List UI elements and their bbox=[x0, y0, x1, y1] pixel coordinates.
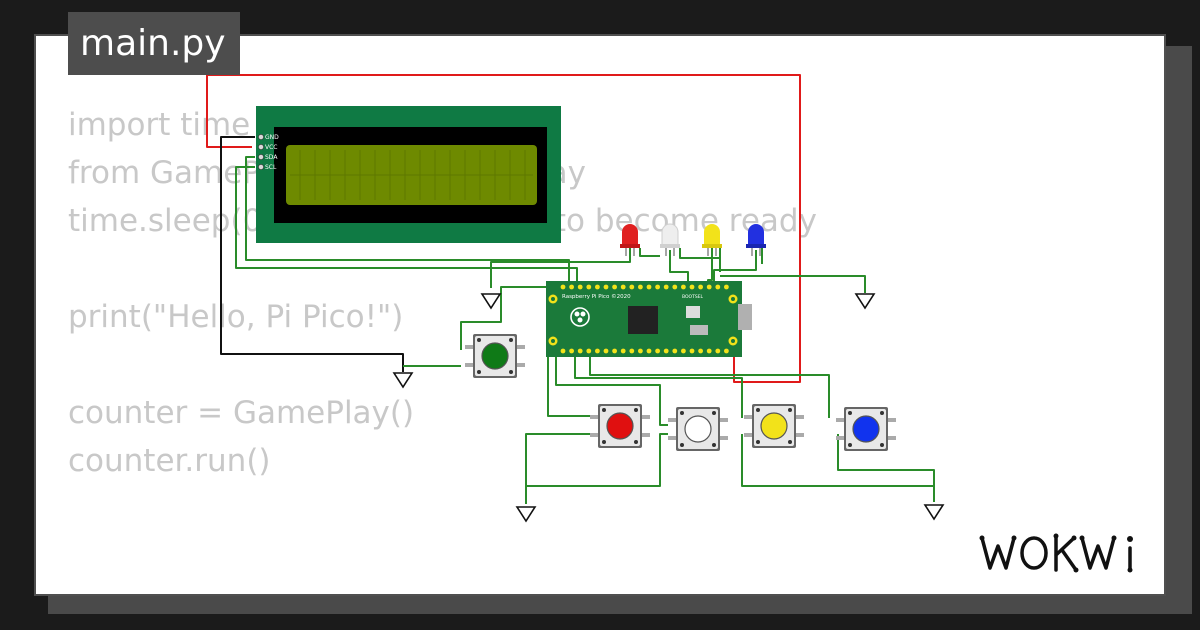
pico-pin bbox=[655, 284, 660, 290]
wire-red-btn bbox=[547, 355, 590, 417]
wire-btn-gnd-left bbox=[525, 433, 668, 504]
file-tab[interactable]: main.py bbox=[68, 12, 240, 75]
wire-scl bbox=[235, 166, 578, 288]
pico-bootsel-label: BOOTSEL bbox=[682, 294, 704, 300]
pico-pin bbox=[577, 348, 583, 354]
ground-symbol bbox=[854, 293, 876, 310]
pico-pin bbox=[698, 284, 703, 290]
pico-pin bbox=[612, 348, 617, 354]
pico-pin bbox=[560, 348, 566, 354]
code-line: print("Hello, Pi Pico!") bbox=[68, 299, 404, 335]
pico-pin bbox=[638, 348, 643, 354]
pico-pin bbox=[689, 284, 695, 290]
pushbutton-blue[interactable] bbox=[836, 407, 896, 451]
pico-pin bbox=[638, 284, 643, 290]
pico-pin bbox=[620, 348, 626, 354]
pico-pins-top bbox=[560, 284, 729, 290]
wire-yellow-btn bbox=[574, 355, 743, 418]
pico-pin bbox=[620, 284, 626, 290]
pico-pin bbox=[586, 348, 592, 354]
led-red[interactable] bbox=[620, 224, 640, 256]
pico-pin bbox=[646, 284, 652, 290]
pico-pin bbox=[595, 284, 600, 290]
pico-pin bbox=[629, 348, 635, 354]
wire-ground bbox=[220, 136, 404, 372]
wire-white-btn bbox=[555, 355, 668, 426]
pico-pin bbox=[629, 284, 635, 290]
wire-green-btn bbox=[460, 286, 548, 350]
wire-led-red bbox=[490, 248, 631, 288]
lcd-pin-scl: SCL bbox=[265, 164, 277, 171]
pico-pin bbox=[569, 348, 574, 354]
pico-pin bbox=[655, 348, 660, 354]
wire-power bbox=[206, 74, 801, 383]
led-yellow[interactable] bbox=[702, 224, 722, 256]
pico-pin bbox=[698, 348, 703, 354]
pushbutton-white[interactable] bbox=[668, 407, 728, 451]
pico-pin bbox=[603, 284, 609, 290]
pushbutton-yellow[interactable] bbox=[744, 404, 804, 448]
led-white[interactable] bbox=[660, 223, 680, 256]
pico-pin bbox=[646, 348, 652, 354]
lcd-pin-vcc: VCC bbox=[265, 144, 277, 151]
pico-pin bbox=[706, 284, 712, 290]
raspberry-logo-icon bbox=[570, 307, 590, 327]
ground-symbol bbox=[392, 372, 414, 389]
lcd-pin-sda: SDA bbox=[265, 154, 278, 161]
pico-pin bbox=[603, 348, 609, 354]
pico-pin bbox=[663, 284, 669, 290]
wire-btn-gnd-right bbox=[741, 434, 935, 502]
wire-led-gnd bbox=[639, 248, 866, 293]
pico-pin bbox=[681, 284, 686, 290]
pico-pin bbox=[612, 284, 617, 290]
wire-sda bbox=[245, 156, 570, 288]
pico-pin bbox=[724, 348, 729, 354]
code-line: counter = GamePlay() bbox=[68, 395, 415, 431]
pico-pin bbox=[560, 284, 566, 290]
pico-pin bbox=[715, 348, 721, 354]
pico-pin bbox=[672, 284, 678, 290]
wokwi-logo bbox=[979, 533, 1133, 573]
pushbutton-red[interactable] bbox=[590, 404, 650, 448]
code-line: counter.run() bbox=[68, 443, 271, 479]
pico-pins-bottom bbox=[560, 348, 729, 354]
ground-symbol bbox=[923, 504, 945, 521]
pico-label: Raspberry Pi Pico ©2020 bbox=[562, 293, 631, 300]
wire-led-white bbox=[669, 250, 689, 288]
ground-symbol bbox=[480, 293, 502, 310]
pushbutton-green[interactable] bbox=[465, 334, 525, 378]
pico-pin bbox=[715, 284, 721, 290]
pico-pin bbox=[706, 348, 712, 354]
pico-pin bbox=[724, 284, 729, 290]
lcd-pin-gnd: GND bbox=[265, 134, 279, 141]
pico-pin bbox=[672, 348, 678, 354]
pico-pin bbox=[681, 348, 686, 354]
wire-blue-btn bbox=[589, 355, 830, 418]
pico-pin bbox=[689, 348, 695, 354]
ground-symbol bbox=[515, 506, 537, 523]
pico-pin bbox=[663, 348, 669, 354]
pico-pin bbox=[569, 284, 574, 290]
pico-pin bbox=[586, 284, 592, 290]
pico-pin bbox=[577, 284, 583, 290]
pi-pico-board[interactable]: Raspberry Pi Pico ©2020 BOOTSEL bbox=[546, 281, 752, 357]
led-blue[interactable] bbox=[746, 224, 766, 256]
lcd-display[interactable]: GND VCC SDA SCL bbox=[256, 106, 561, 243]
pico-pin bbox=[595, 348, 600, 354]
wire-led-blue bbox=[713, 250, 757, 288]
